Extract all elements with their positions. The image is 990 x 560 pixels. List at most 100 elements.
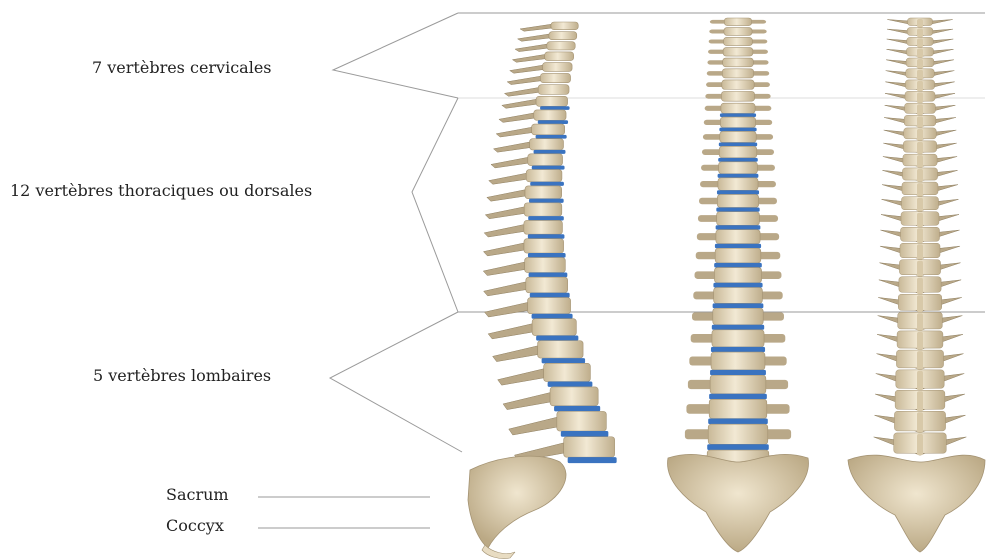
anterior-vertebra [711,352,765,370]
anterior-disc [720,113,756,117]
lateral-disc [554,406,600,412]
lateral-coccyx [482,545,515,559]
posterior-spinous-process [917,228,923,243]
lateral-vertebra [524,220,563,234]
anterior-vertebra [722,69,753,78]
posterior-spinous-process [917,49,923,58]
lateral-vertebra [547,42,575,50]
posterior-spinous-process [917,295,923,312]
lateral-spinous-process [512,55,544,63]
posterior-spinous-process [917,142,923,154]
anterior-disc [713,303,764,308]
anterior-disc [718,158,758,162]
lateral-spinous-process [488,324,532,339]
posterior-spinous-process [917,434,923,455]
posterior-spinous-process [917,29,923,38]
lateral-sacrum [468,456,566,548]
lateral-spinous-process [496,127,531,137]
posterior-spinous-process [917,198,923,212]
lateral-disc [536,336,578,341]
lateral-spinous-process [509,417,557,435]
posterior-spinous-process [917,332,923,350]
lateral-vertebra [525,258,566,273]
anterior-vertebra [714,288,763,304]
lateral-disc [542,358,585,363]
posterior-spinous-process [917,38,923,47]
lateral-spinous-process [504,88,538,97]
anterior-vertebra [714,268,761,283]
anterior-disc [708,419,768,425]
lateral-disc [532,314,573,319]
anterior-disc [710,370,766,375]
lateral-vertebra [536,96,568,106]
anterior-vertebra [713,308,763,324]
sacrum-label: Sacrum [166,485,229,504]
lateral-spinous-process [499,113,534,122]
anterior-vertebra [720,131,756,142]
anterior-vertebra [708,424,768,444]
lateral-spinous-process [520,24,551,31]
anterior-disc [713,283,762,288]
anterior-disc [716,207,759,211]
lateral-disc [529,199,564,203]
posterior-spinous-process [917,19,923,28]
anterior-disc [707,444,769,450]
posterior-spinous-process [917,278,923,295]
anterior-vertebra [718,178,758,190]
posterior-spinous-process [917,371,923,390]
lumbar-label: 5 vertèbres lombaires [93,366,271,385]
lateral-vertebra [544,363,591,381]
anterior-vertebra [712,330,764,347]
posterior-spinous-process [917,104,923,115]
lateral-vertebra [532,319,576,336]
lateral-vertebra [549,32,577,40]
anterior-vertebra [716,230,760,244]
posterior-spinous-process [917,213,923,228]
posterior-spinous-process [917,59,923,69]
lateral-spinous-process [483,243,523,256]
lateral-spinous-process [510,65,543,73]
cervical-label: 7 vertèbres cervicales [92,58,272,77]
anterior-disc [718,174,759,178]
lateral-vertebra [540,73,570,82]
lateral-vertebra [530,139,564,150]
lateral-disc [568,457,617,463]
posterior-spinous-process [917,313,923,331]
lateral-spinous-process [493,346,538,362]
anterior-vertebra [710,375,766,394]
anterior-disc [711,347,765,352]
lateral-spinous-process [484,302,527,317]
lateral-view [468,22,617,559]
lateral-disc [534,150,566,154]
anterior-vertebra [717,212,760,226]
lateral-vertebra [545,52,574,61]
anterior-vertebra [724,28,752,36]
leader-lines [258,13,985,528]
lateral-vertebra [525,186,562,199]
lateral-spinous-process [483,262,524,275]
posterior-spinous-process [917,129,923,141]
thoracic-bracket [412,98,458,312]
anterior-vertebra [709,399,767,418]
lateral-spinous-process [485,207,524,219]
lateral-disc [528,253,566,258]
posterior-spinous-process [917,244,923,259]
lateral-vertebra [551,22,578,30]
anterior-vertebra [722,80,754,89]
lateral-disc [530,182,564,186]
anterior-disc [715,244,761,249]
posterior-spinous-process [917,155,923,168]
anterior-vertebra [720,117,755,128]
posterior-spinous-process [917,412,923,433]
posterior-spinous-process [917,183,923,197]
lateral-spinous-process [515,44,547,51]
lateral-disc [540,106,570,110]
lateral-vertebra [534,110,566,120]
coccyx-label: Coccyx [166,516,224,535]
posterior-spinous-process [917,391,923,411]
thoracic-label: 12 vertèbres thoraciques ou dorsales [10,181,312,200]
anterior-disc [709,394,767,399]
posterior-spinous-process [917,81,923,91]
posterior-spinous-process [917,92,923,103]
